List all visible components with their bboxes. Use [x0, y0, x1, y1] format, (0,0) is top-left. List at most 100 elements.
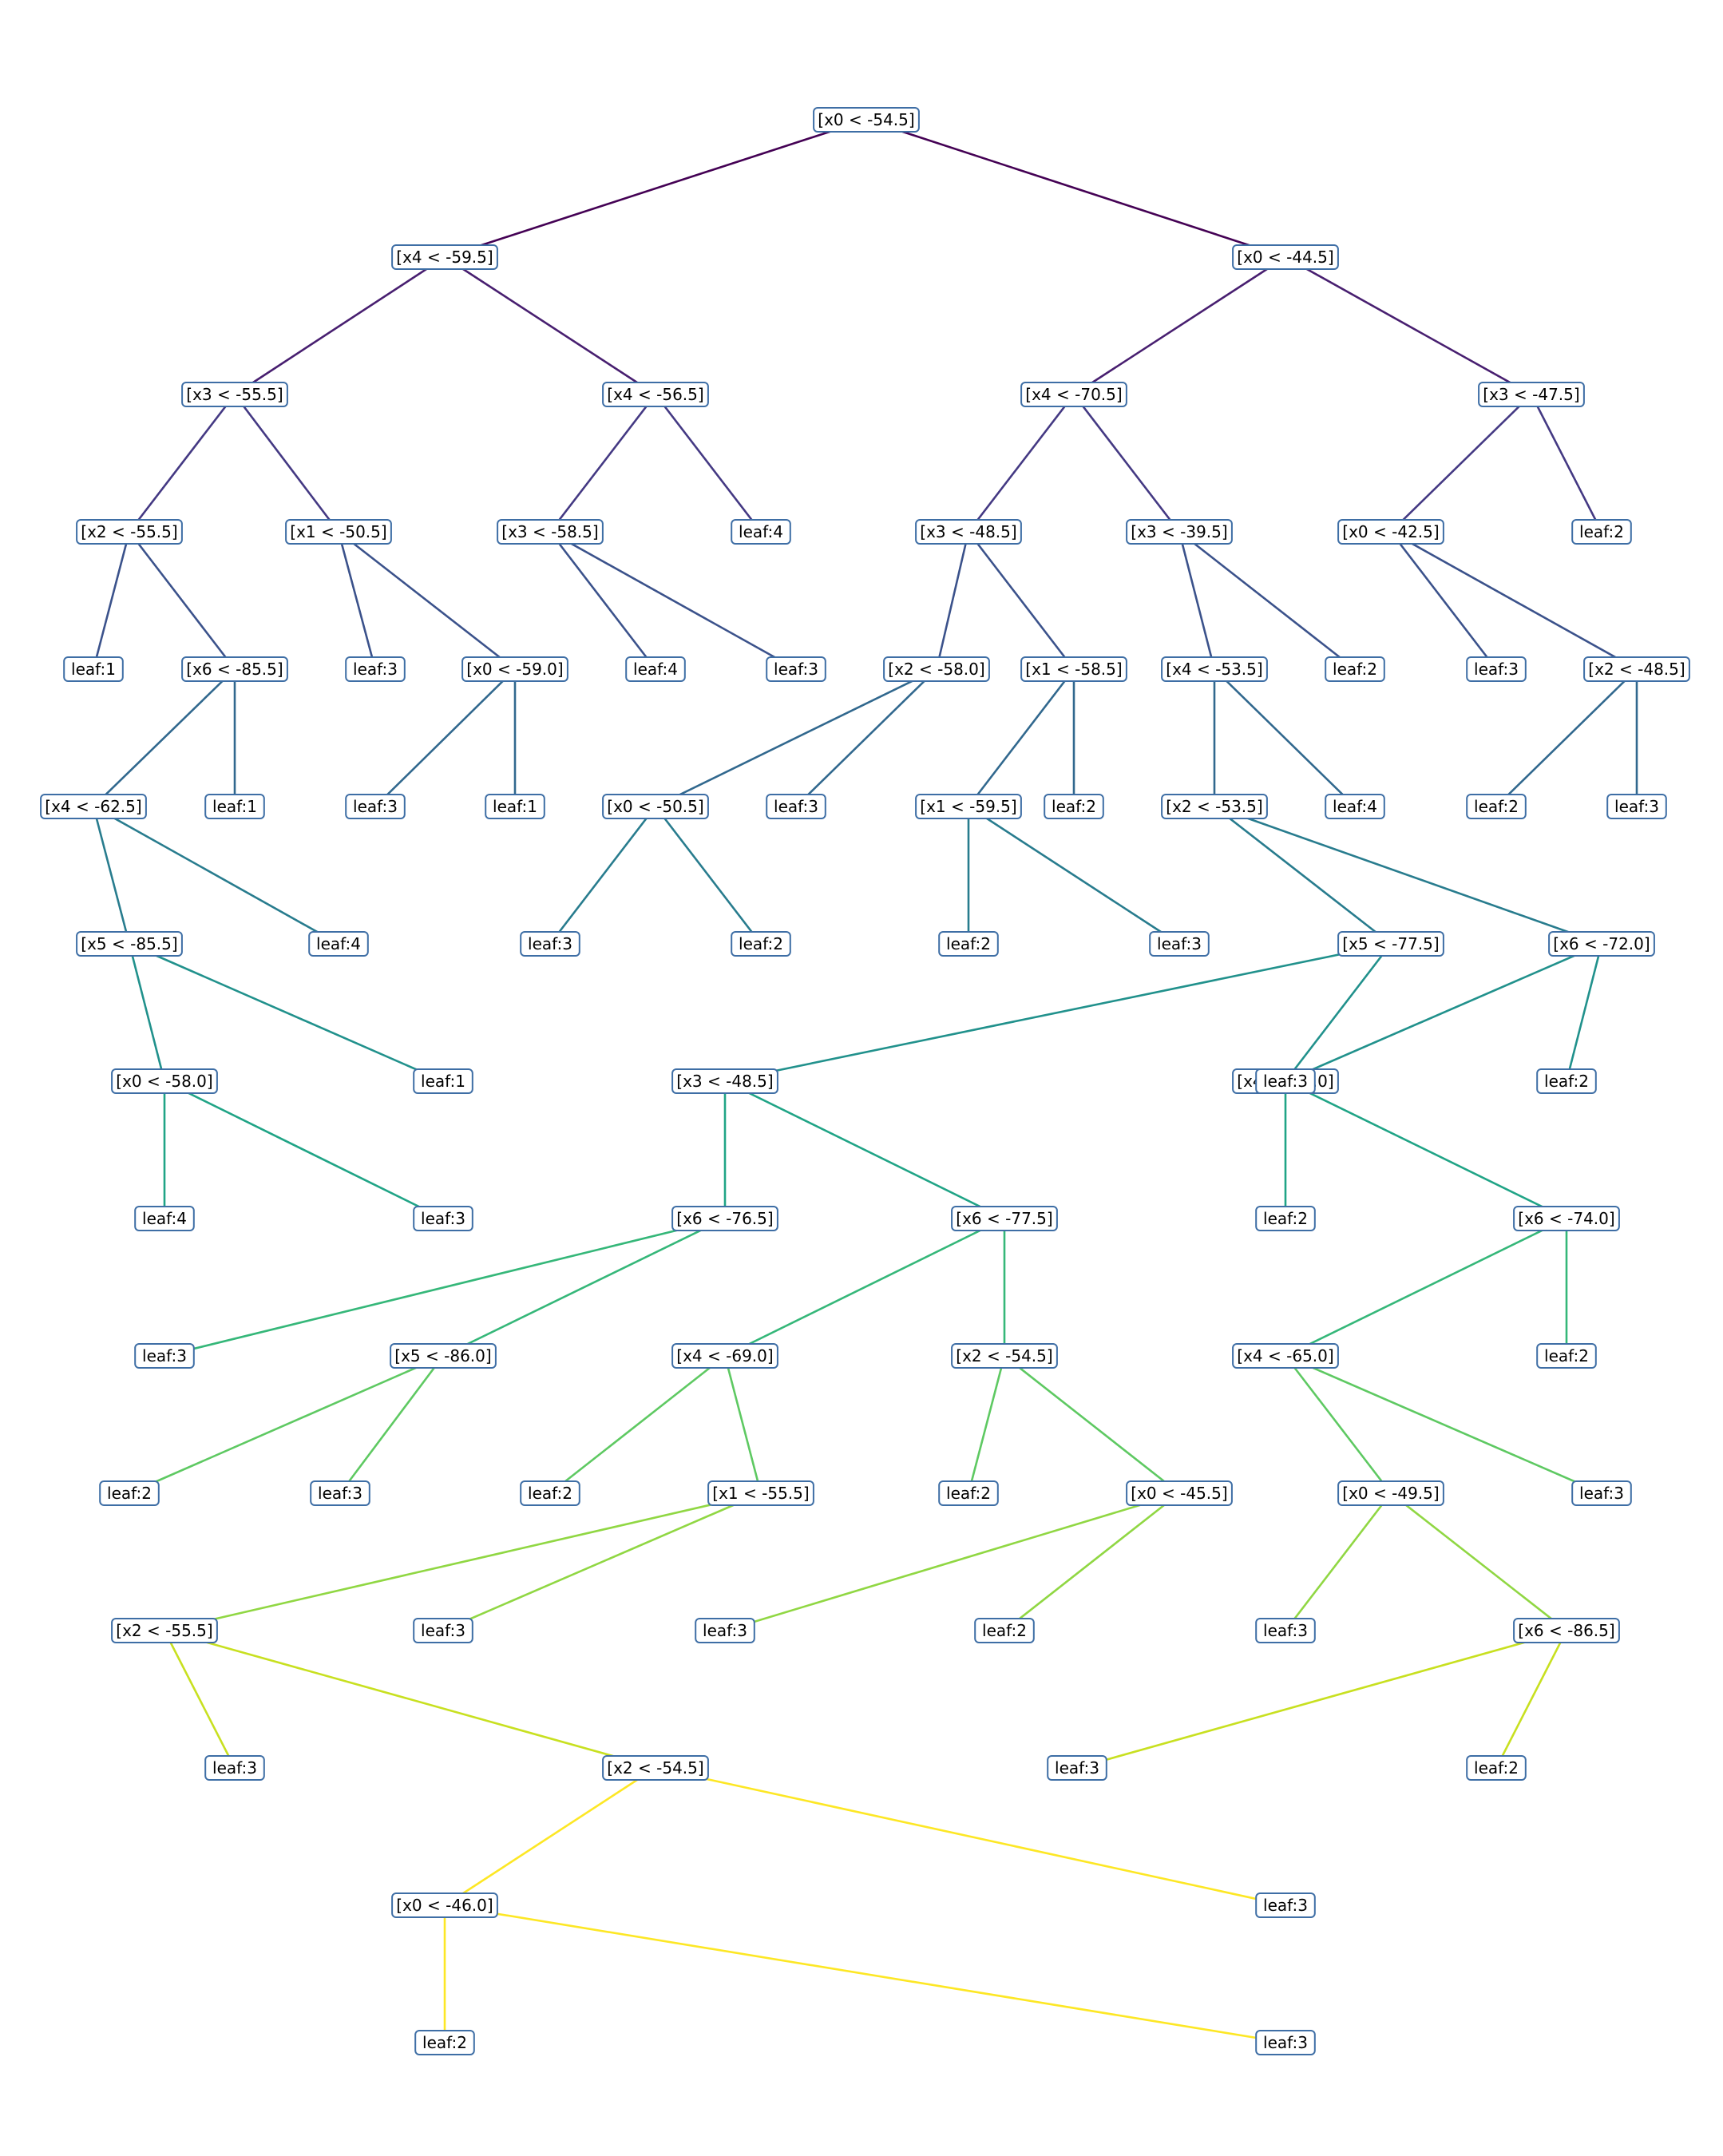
node-label: [x0 < -58.0]: [116, 1072, 212, 1091]
tree-edge: [1284, 1355, 1392, 1494]
node-label: leaf:4: [633, 660, 678, 679]
node-label: leaf:2: [982, 1621, 1027, 1640]
node-box: [390, 1343, 497, 1369]
node-label: [x5 < -77.5]: [1342, 934, 1439, 953]
leaf-node: leaf:2: [99, 1480, 160, 1506]
split-node: [x3 < -47.5]: [1478, 382, 1585, 407]
leaf-node: leaf:3: [1466, 656, 1527, 682]
leaf-node: leaf:2: [1536, 1068, 1597, 1094]
tree-edge: [967, 668, 1075, 807]
node-label: [x6 < -86.5]: [1518, 1621, 1614, 1640]
node-box: [345, 794, 406, 819]
tree-edge: [442, 1492, 762, 1632]
leaf-node: leaf:1: [413, 1068, 473, 1094]
node-box: [1536, 1068, 1597, 1094]
node-label: [x4 < -65.0]: [1237, 1346, 1333, 1365]
tree-edge: [967, 531, 1075, 670]
tree-edge: [163, 1630, 236, 1769]
node-label: [x0 < -50.5]: [607, 797, 703, 816]
split-node: [x6 < -77.5]: [951, 1206, 1058, 1231]
leaf-node: leaf:3: [413, 1618, 473, 1643]
split-node: [x5 < -86.0]: [390, 1343, 497, 1369]
node-label: [x0 < -46.0]: [396, 1896, 493, 1915]
leaf-node: leaf:2: [520, 1480, 580, 1506]
node-box: [1126, 519, 1233, 545]
node-label: leaf:3: [1614, 797, 1659, 816]
split-node: [x2 < -48.5]: [1583, 656, 1690, 682]
leaf-node: leaf:3: [134, 1343, 195, 1369]
node-box: [671, 1206, 778, 1231]
tree-edge: [968, 805, 1180, 945]
split-node: [x4 < -53.5]: [1161, 656, 1268, 682]
tree-edge: [655, 668, 937, 808]
split-node: [x0 < -42.5]: [1337, 519, 1444, 545]
node-box: [1255, 2030, 1316, 2055]
node-box: [707, 1480, 814, 1506]
node-label: leaf:3: [353, 797, 398, 816]
tree-edge: [129, 1354, 444, 1495]
tree-edge: [92, 531, 131, 670]
node-box: [1161, 794, 1268, 819]
tree-edge: [128, 394, 236, 533]
split-node: [x2 < -54.5]: [602, 1755, 709, 1781]
node-box: [76, 931, 183, 957]
split-node: [x1 < -58.5]: [1020, 656, 1127, 682]
node-label: leaf:2: [1052, 797, 1096, 816]
node-box: [766, 794, 826, 819]
leaf-node: leaf:3: [766, 794, 826, 819]
node-label: leaf:3: [774, 660, 818, 679]
split-node: [x0 < -44.5]: [1232, 244, 1339, 270]
node-label: leaf:3: [353, 660, 398, 679]
split-node: [x3 < -55.5]: [181, 382, 288, 407]
node-label: leaf:1: [421, 1072, 465, 1091]
node-box: [602, 794, 709, 819]
tree-edge: [1390, 394, 1532, 533]
tree-edge: [129, 942, 444, 1083]
node-box: [602, 1755, 709, 1781]
node-label: leaf:3: [1263, 1896, 1308, 1915]
node-label: leaf:3: [703, 1621, 747, 1640]
tree-edge: [1390, 1492, 1567, 1632]
tree-edge: [93, 805, 339, 945]
split-node: [x2 < -55.5]: [76, 519, 183, 545]
node-label: [x1 < -59.5]: [920, 797, 1016, 816]
tree-edge: [1214, 805, 1602, 945]
leaf-node: leaf:2: [938, 931, 999, 957]
node-label: leaf:3: [1055, 1758, 1099, 1778]
node-label: leaf:4: [739, 522, 783, 541]
split-node: [x6 < -86.5]: [1513, 1618, 1620, 1643]
node-label: leaf:4: [142, 1209, 187, 1228]
node-box: [204, 794, 265, 819]
node-label: [x2 < -58.0]: [888, 660, 984, 679]
node-box: [1126, 1480, 1233, 1506]
tree-edge: [1178, 531, 1216, 670]
tree-edge: [1285, 256, 1532, 396]
node-label: leaf:3: [1157, 934, 1202, 953]
node-label: [x4 < -56.5]: [607, 385, 703, 404]
tree-edge: [1004, 1492, 1180, 1632]
node-label: [x0 < -42.5]: [1342, 522, 1439, 541]
node-label: [x2 < -55.5]: [116, 1621, 212, 1640]
tree-edge: [164, 1492, 762, 1632]
split-node: [x5 < -77.5]: [1337, 931, 1444, 957]
tree-edge: [654, 806, 762, 945]
tree-edge: [865, 118, 1286, 259]
leaf-node: leaf:2: [1466, 1755, 1527, 1781]
node-label: [x3 < -39.5]: [1131, 522, 1227, 541]
split-node: [x0 < -46.0]: [391, 1892, 498, 1918]
split-node: [x4 < -56.5]: [602, 382, 709, 407]
tree-edge: [1004, 1354, 1180, 1495]
node-label: [x1 < -58.5]: [1025, 660, 1122, 679]
node-label: leaf:2: [1474, 797, 1519, 816]
node-box: [413, 1618, 473, 1643]
split-node: [x0 < -49.5]: [1337, 1480, 1444, 1506]
tree-edge: [1495, 668, 1638, 807]
tree-edge: [549, 531, 657, 670]
node-box: [974, 1618, 1035, 1643]
split-node: [x0 < -50.5]: [602, 794, 709, 819]
tree-edge: [1285, 1217, 1567, 1357]
node-box: [1020, 382, 1127, 407]
node-box: [671, 1068, 778, 1094]
node-box: [76, 519, 183, 545]
tree-edge: [444, 1904, 1286, 2044]
